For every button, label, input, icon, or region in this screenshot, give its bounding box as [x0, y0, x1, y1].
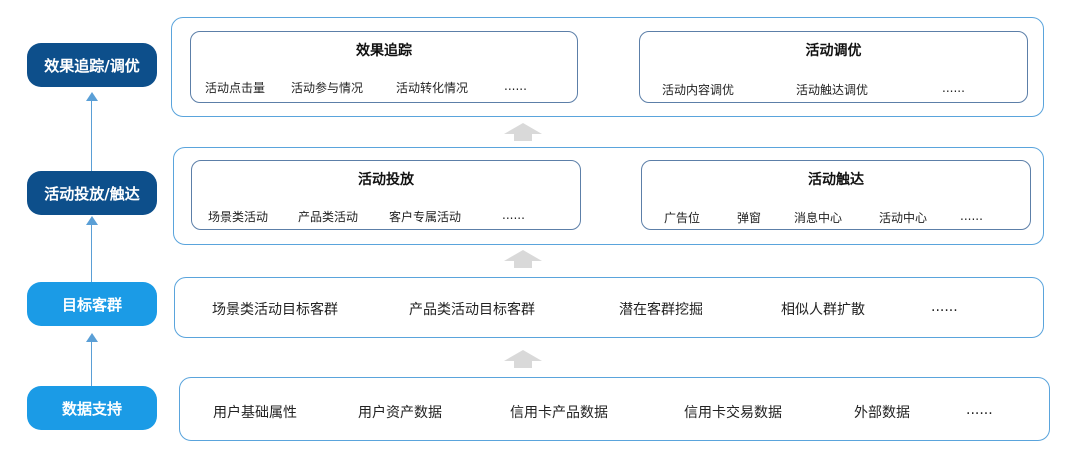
- item-label: 外部数据: [854, 405, 910, 421]
- layer-data-panel: 用户基础属性 用户资产数据 信用卡产品数据 信用卡交易数据 外部数据 .....…: [179, 377, 1050, 441]
- item-ellipsis: ......: [960, 209, 983, 223]
- box-effect-tracking: 效果追踪 活动点击量 活动参与情况 活动转化情况 ......: [190, 31, 578, 103]
- item-label: 场景类活动目标客群: [212, 302, 338, 318]
- box-activity-placement: 活动投放 场景类活动 产品类活动 客户专属活动 ......: [191, 160, 581, 230]
- item-ellipsis: ......: [931, 299, 958, 315]
- item-ellipsis: ......: [502, 208, 525, 222]
- arrow-up-icon: [86, 92, 98, 101]
- layer-effect-panel: 效果追踪 活动点击量 活动参与情况 活动转化情况 ...... 活动调优 活动内…: [171, 17, 1044, 117]
- item-label: 客户专属活动: [389, 210, 462, 224]
- connector-line: [91, 339, 92, 386]
- box-title: 活动调优: [805, 43, 862, 59]
- item-ellipsis: ......: [942, 81, 965, 95]
- connector-line: [91, 222, 92, 282]
- pill-data-support: 数据支持: [27, 386, 157, 430]
- box-title: 活动投放: [358, 172, 414, 188]
- item-ellipsis: ......: [966, 402, 993, 418]
- box-activity-tuning: 活动调优 活动内容调优 活动触达调优 ......: [639, 31, 1028, 103]
- box-title: 效果追踪: [356, 43, 412, 59]
- box-activity-reach: 活动触达 广告位 弹窗 消息中心 活动中心 ......: [641, 160, 1031, 230]
- item-label: 潜在客群挖掘: [619, 302, 703, 318]
- item-label: 活动参与情况: [291, 81, 364, 95]
- item-label: 活动点击量: [205, 81, 266, 95]
- item-label: 相似人群扩散: [781, 302, 865, 318]
- layer-audience-panel: 场景类活动目标客群 产品类活动目标客群 潜在客群挖掘 相似人群扩散 ......: [174, 277, 1044, 338]
- item-label: 用户基础属性: [213, 405, 297, 421]
- connector-line: [91, 100, 92, 171]
- item-label: 产品类活动目标客群: [409, 302, 535, 318]
- item-label: 产品类活动: [298, 210, 359, 224]
- arrow-up-icon: [86, 333, 98, 342]
- gray-up-arrow-icon: [504, 250, 542, 268]
- pill-activity-delivery: 活动投放/触达: [27, 171, 157, 215]
- item-label: 广告位: [664, 211, 701, 225]
- arrow-up-icon: [86, 216, 98, 225]
- box-title: 活动触达: [808, 172, 864, 188]
- gray-up-arrow-icon: [504, 350, 542, 368]
- item-label: 信用卡交易数据: [684, 405, 782, 421]
- pill-target-audience: 目标客群: [27, 282, 157, 326]
- item-label: 场景类活动: [208, 210, 269, 224]
- pill-effect-tracking: 效果追踪/调优: [27, 43, 157, 87]
- item-label: 活动中心: [879, 211, 928, 225]
- item-label: 活动触达调优: [796, 83, 869, 97]
- item-label: 用户资产数据: [358, 405, 442, 421]
- item-ellipsis: ......: [504, 79, 527, 93]
- gray-up-arrow-icon: [504, 123, 542, 141]
- layer-delivery-panel: 活动投放 场景类活动 产品类活动 客户专属活动 ...... 活动触达 广告位 …: [173, 147, 1044, 245]
- item-label: 活动转化情况: [396, 81, 469, 95]
- item-label: 弹窗: [737, 211, 762, 225]
- item-label: 活动内容调优: [662, 83, 735, 97]
- item-label: 消息中心: [794, 211, 843, 225]
- item-label: 信用卡产品数据: [510, 405, 608, 421]
